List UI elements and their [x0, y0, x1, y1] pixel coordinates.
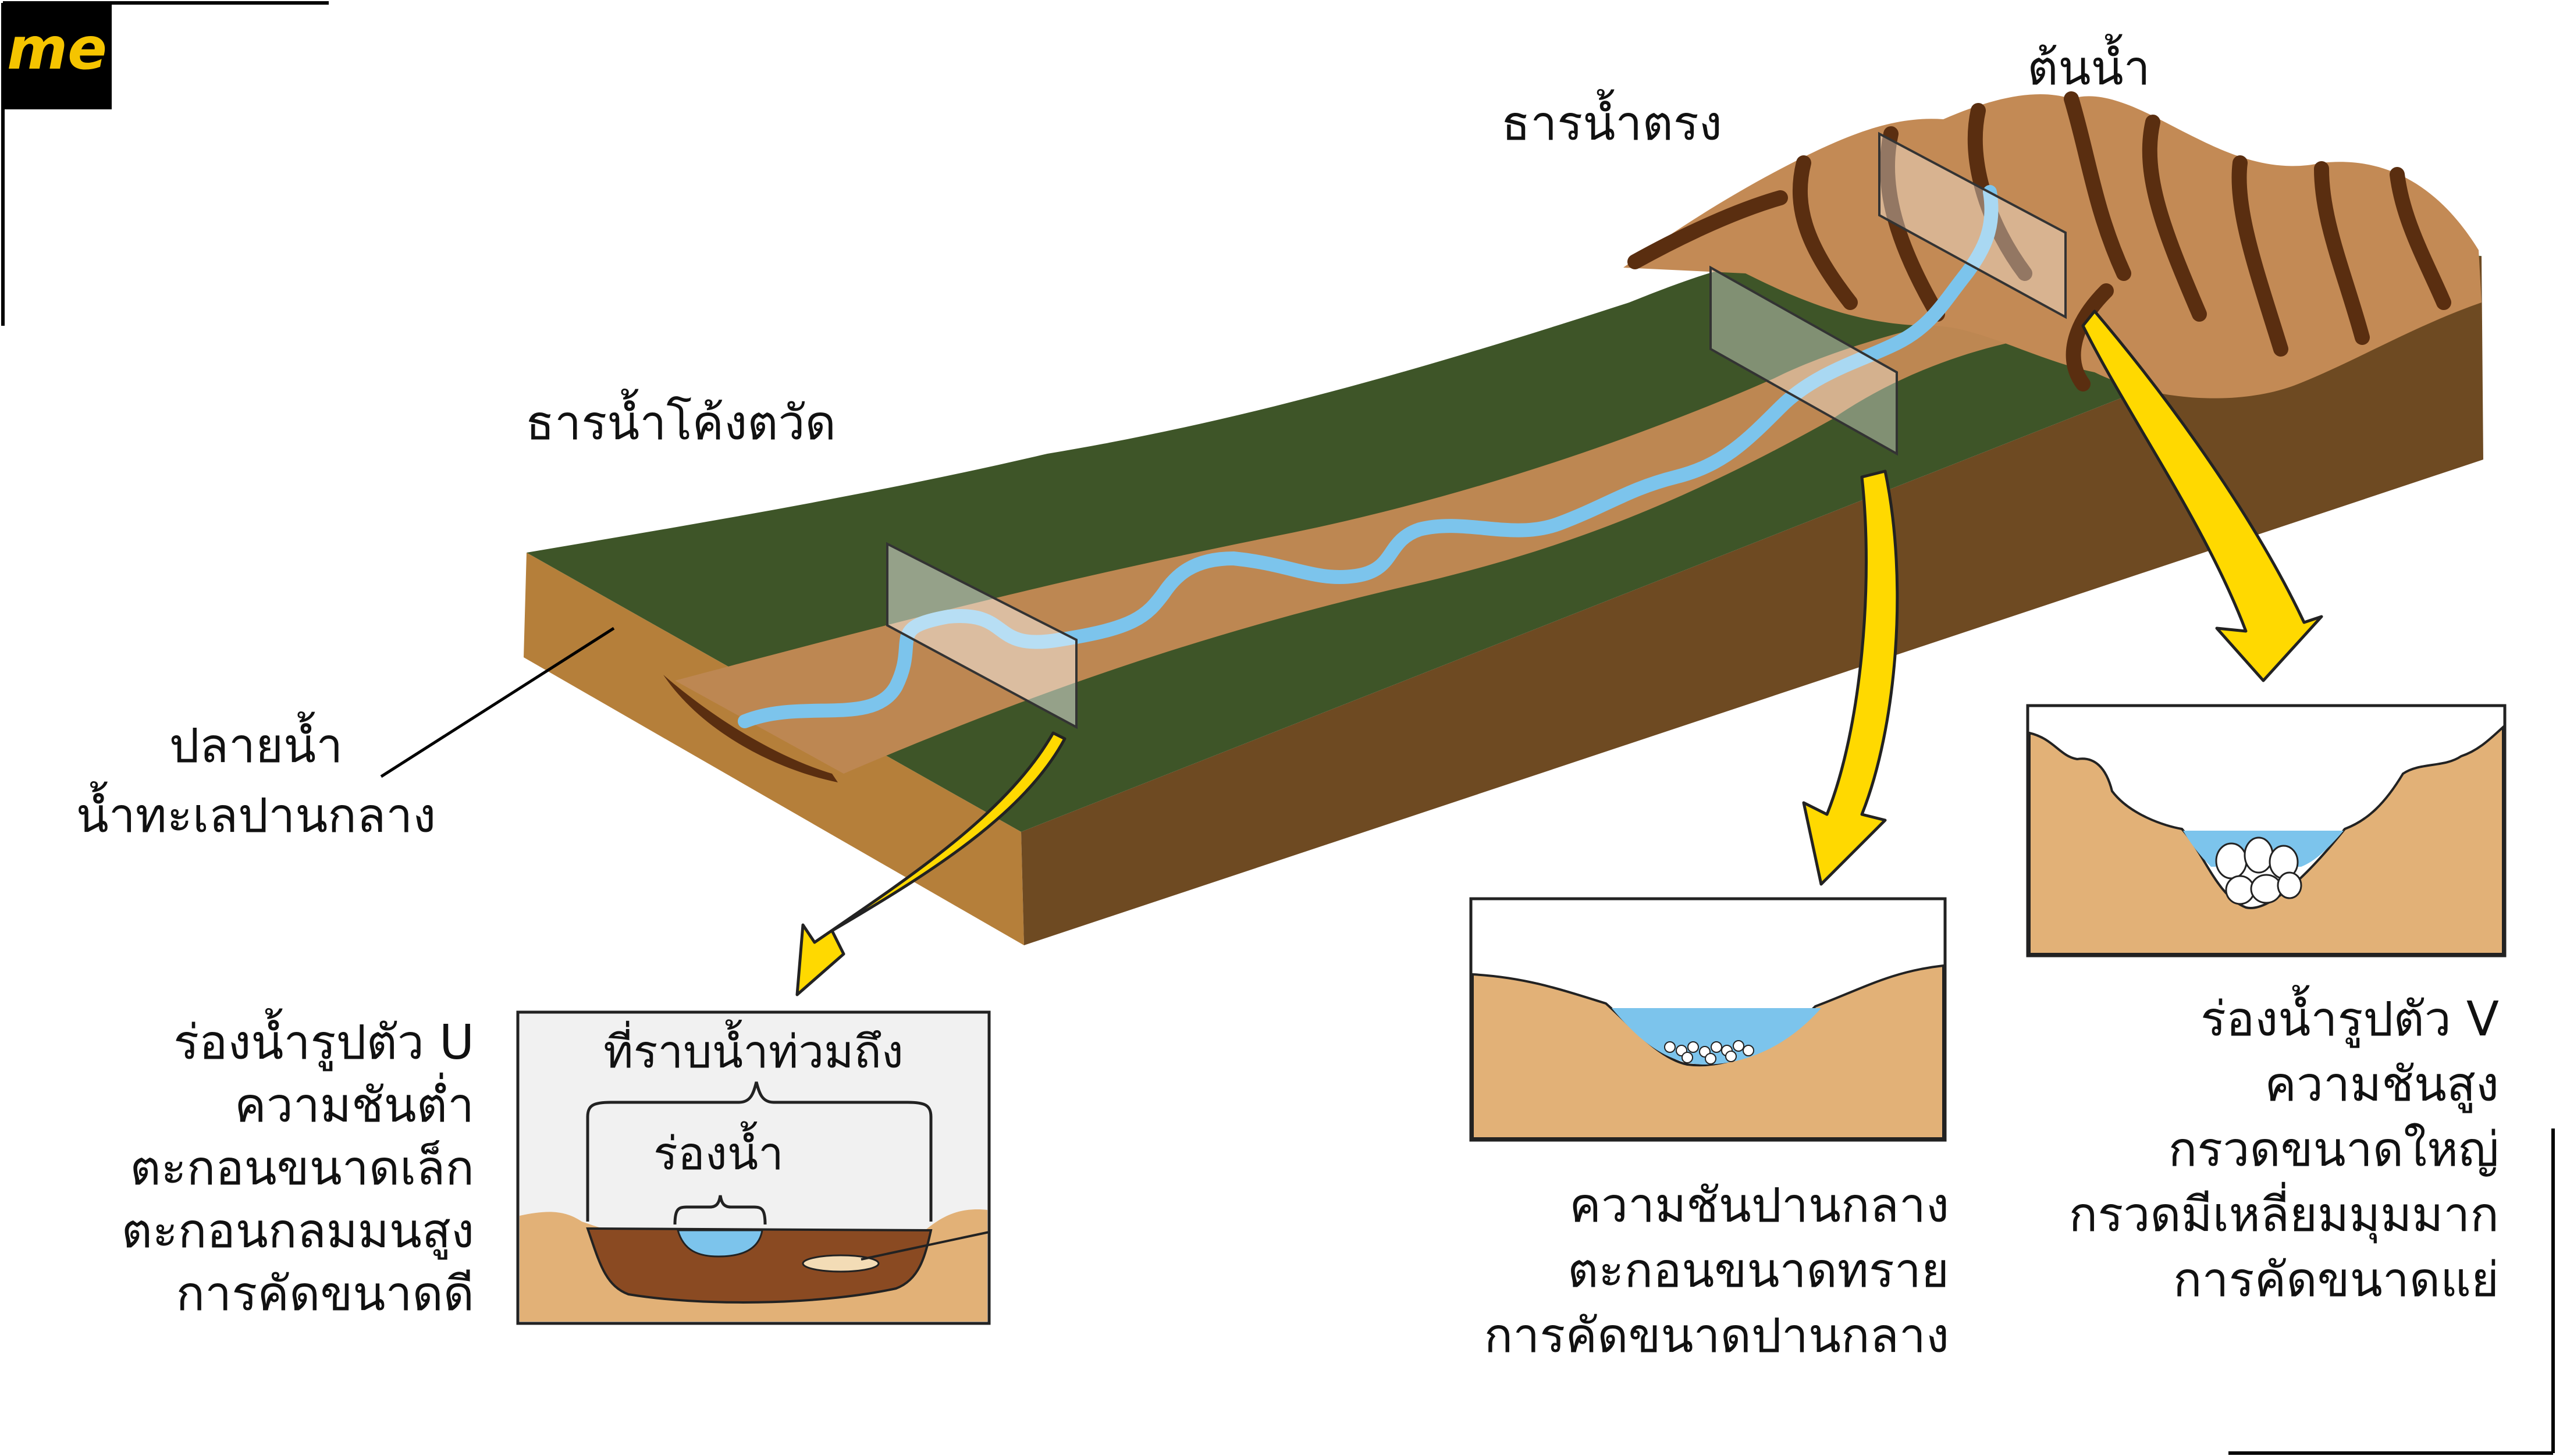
panel-u-shape: ที่ราบน้ำท่วมถึง ร่องน้ำ — [516, 1010, 991, 1325]
v-caption-line: ความชันสูง — [2265, 1057, 2499, 1113]
mid-ground — [1471, 964, 1944, 1140]
landscape-block — [524, 91, 2483, 945]
u-caption: ร่องน้ำรูปตัว U ความชันต่ำ ตะกอนขนาดเล็ก… — [122, 1008, 474, 1322]
v-caption-line: กรวดขนาดใหญ่ — [2168, 1122, 2499, 1177]
mid-caption-line: ความชันปานกลาง — [1569, 1178, 1949, 1233]
u-lens-leader — [861, 1231, 990, 1261]
mouth-leader-line — [380, 626, 615, 778]
u-caption-line: ความชันต่ำ — [234, 1072, 474, 1133]
panel-middle — [1469, 897, 1947, 1142]
u-water — [677, 1229, 763, 1258]
yellow-arrows — [795, 309, 2323, 996]
v-caption: ร่องน้ำรูปตัว V ความชันสูง กรวดขนาดใหญ่ … — [2069, 985, 2499, 1308]
section-plane-middle — [1709, 265, 1898, 456]
valley-floor — [675, 314, 2036, 774]
arrow-to-u-panel — [795, 731, 1067, 996]
mid-caption-line: การคัดขนาดปานกลาง — [1484, 1308, 1949, 1364]
u-sediment — [586, 1227, 933, 1304]
v-boulders — [2215, 836, 2302, 905]
soil-side-face — [1021, 256, 2483, 945]
panel-v-shape — [2026, 704, 2507, 957]
me-logo: me — [3, 3, 112, 109]
mid-caption: ความชันปานกลาง ตะกอนขนาดทราย การคัดขนาดป… — [1484, 1178, 1949, 1364]
section-plane-upper — [1878, 131, 2067, 319]
floodplain-label: ที่ราบน้ำท่วมถึง — [603, 1019, 904, 1078]
meander-stream-label: ธารน้ำโค้งตวัด — [525, 389, 836, 451]
mouth-label-line2: น้ำทะเลปานกลาง — [76, 781, 436, 843]
logo-text: me — [7, 15, 107, 83]
mouth-bank — [663, 675, 838, 782]
channel-brace — [673, 1195, 767, 1225]
mid-pebbles — [1664, 1040, 1754, 1065]
v-caption-line: กรวดมีเหลี่ยมมุมมาก — [2069, 1181, 2499, 1244]
u-caption-line: ร่องน้ำรูปตัว U — [173, 1008, 474, 1071]
u-caption-line: ตะกอนกลมมนสูง — [122, 1204, 474, 1259]
u-sediment-lens — [802, 1254, 880, 1273]
u-caption-line: ตะกอนขนาดเล็ก — [130, 1140, 474, 1196]
mid-caption-line: ตะกอนขนาดทราย — [1567, 1243, 1949, 1298]
river — [738, 185, 1999, 728]
straight-stream-label: ธารน้ำตรง — [1501, 89, 1722, 151]
source-label: ต้นน้ำ — [2027, 34, 2150, 96]
v-caption-line: ร่องน้ำรูปตัว V — [2200, 985, 2499, 1048]
v-ground — [2028, 724, 2504, 955]
mid-water — [1612, 1008, 1821, 1065]
soil-front-face — [524, 553, 1024, 945]
channel-label: ร่องน้ำ — [653, 1121, 784, 1180]
v-caption-line: การคัดขนาดแย่ — [2173, 1252, 2499, 1308]
floodplain-brace — [586, 1081, 933, 1222]
arrow-to-v-panel — [2081, 309, 2323, 682]
arrow-to-mid-panel — [1802, 469, 1899, 886]
section-plane-lower — [886, 542, 1078, 729]
mouth-label-line1: ปลายน้ำ — [169, 711, 343, 774]
u-caption-line: การคัดขนาดดี — [176, 1266, 475, 1322]
